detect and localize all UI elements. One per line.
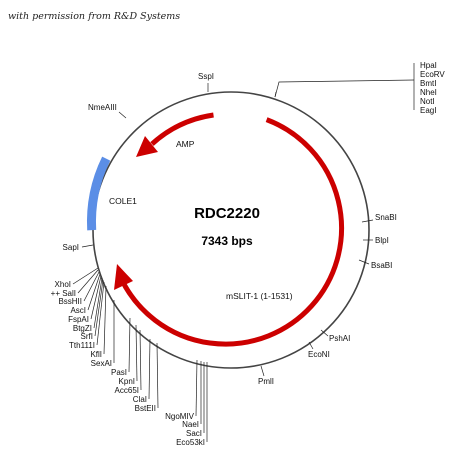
site-label-bsshii: BssHII <box>58 297 82 306</box>
site-label-kpni: KpnI <box>119 377 135 386</box>
leader-left-cluster <box>72 267 208 442</box>
site-label-nhei: NheI <box>420 88 437 97</box>
site-label-nmeaiii: NmeAIII <box>88 103 117 112</box>
site-label-asci: AscI <box>70 306 86 315</box>
leader-pshai <box>320 329 329 337</box>
mslit1-arrow-shaft <box>119 117 345 347</box>
site-label-bsteii: BstEII <box>135 404 156 413</box>
site-label-ecorv: EcoRV <box>420 70 445 79</box>
leader-econi <box>308 341 314 350</box>
cole1-feature <box>86 156 111 231</box>
site-label-hpai: HpaI <box>420 61 437 70</box>
site-label-acc65i: Acc65I <box>115 386 139 395</box>
site-label-naei: NaeI <box>182 420 199 429</box>
site-label-snabi: SnaBI <box>375 213 397 222</box>
site-label-eco53ki: Eco53kI <box>176 438 205 447</box>
site-label-sspi: SspI <box>198 72 214 81</box>
amp-arrowhead <box>136 136 158 157</box>
leader-right-cluster <box>274 79 415 98</box>
site-label-blpi: BlpI <box>375 236 389 245</box>
site-label-kfli: KflI <box>90 350 102 359</box>
leader-nmeaiii <box>118 111 127 119</box>
leader-bsabi <box>358 259 370 265</box>
site-label-btgzi: BtgZI <box>73 324 92 333</box>
site-label-bsabi: BsaBI <box>371 261 392 270</box>
site-label-eagi: EagI <box>420 106 436 115</box>
credit-text: with permission from R&D Systems <box>8 11 180 22</box>
site-label-pmli: PmlI <box>258 377 274 386</box>
plasmid-size: 7343 bps <box>201 234 253 248</box>
site-label-noti: NotI <box>420 97 435 106</box>
mslit1-arrowhead <box>114 264 133 290</box>
site-label-clai: ClaI <box>133 395 147 404</box>
site-label-ngomiv: NgoMIV <box>165 412 195 421</box>
leader-pmli <box>260 365 265 377</box>
leader-right-cluster-tick2 <box>274 91 277 98</box>
leader-sapi <box>81 244 94 248</box>
site-label-econi: EcoNI <box>308 350 330 359</box>
plasmid-name: RDC2220 <box>194 205 260 222</box>
feature-label-mslit1: mSLIT-1 (1-1531) <box>226 291 293 301</box>
site-label-xhoi: XhoI <box>55 280 71 289</box>
site-label-pshai: PshAI <box>329 334 350 343</box>
site-label-saci: SacI <box>186 429 202 438</box>
site-label-fspai: FspAI <box>68 315 89 324</box>
plasmid-backbone <box>92 91 370 369</box>
feature-label-amp: AMP <box>176 139 195 149</box>
site-label-bmti: BmtI <box>420 79 436 88</box>
site-label-sexai: SexAI <box>91 359 112 368</box>
feature-label-cole1: COLE1 <box>109 196 137 206</box>
site-label-sapi: SapI <box>63 243 79 252</box>
site-label-sali: ++ SalI <box>51 289 76 298</box>
amp-arrow-shaft <box>150 112 214 146</box>
site-label-pasi: PasI <box>111 368 127 377</box>
leader-snabi <box>361 219 374 223</box>
site-label-tth111i: Tth111I <box>69 341 95 350</box>
site-label-srfi: SrfI <box>81 332 93 341</box>
